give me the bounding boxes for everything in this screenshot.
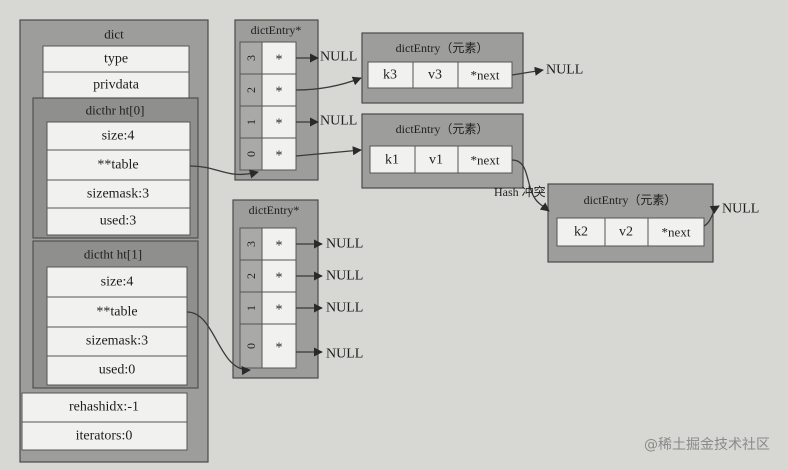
dictht-0: dicthr ht[0] size:4 **table sizemask:3 u… [32, 97, 199, 239]
ht1-slot-index: 0 [244, 343, 258, 349]
ht1-slot-cell [261, 291, 297, 325]
ht1-slot-cell [261, 323, 297, 369]
entry-next-cell [457, 145, 513, 174]
dict-entry-k3-title: dictEntry（元素） [396, 41, 489, 55]
entry-key-cell [367, 61, 414, 89]
rehashidx-cell [21, 392, 188, 423]
entry-key: k2 [574, 225, 588, 240]
type-cell [42, 45, 190, 73]
ht0-sizemask-label: sizemask:3 [87, 187, 149, 202]
ht1-sizemask-label: sizemask:3 [86, 334, 148, 349]
dictht-0-title: dicthr ht[0] [86, 103, 145, 118]
ht0-slot-index: 1 [244, 119, 258, 125]
entry-k2-next-null-arrow [703, 205, 720, 227]
null-label: NULL [546, 63, 583, 78]
dict-entry-k2: dictEntry（元素） k2 v2 *next [547, 183, 714, 263]
ht0-slot-index: 3 [244, 55, 258, 61]
entry-next: *next [662, 225, 691, 240]
ht1-table-arrow [186, 311, 251, 376]
ht1-size-label: size:4 [101, 275, 134, 290]
ht0-table-cell [46, 149, 191, 181]
null-labels: NULL NULL NULL NULL NULL NULL NULL NULL [320, 50, 759, 362]
ht0-slot-index: 0 [244, 151, 258, 157]
ht0-used-label: used:3 [100, 214, 137, 229]
slot-to-entry-k3-arrow [295, 76, 362, 91]
ht1-size-cell [46, 266, 188, 298]
ht1-slot-cell [261, 259, 297, 293]
dictht-1-title: dictht ht[1] [84, 247, 142, 262]
entry-value-cell [412, 61, 459, 89]
dict-entry-k3: dictEntry（元素） k3 v3 *next [361, 32, 524, 104]
ht1-slot-index: 1 [244, 305, 258, 311]
rehashidx-label: rehashidx:-1 [69, 400, 139, 415]
dict-entry-k1-title: dictEntry（元素） [396, 122, 489, 136]
null-label: NULL [326, 347, 363, 362]
ht0-table-arrow [189, 165, 259, 179]
iterators-cell [21, 421, 188, 451]
dict-struct: dict type privdata dicthr ht[0] size:4 *… [19, 19, 209, 463]
entry-value-cell [604, 217, 649, 247]
null-label: NULL [722, 202, 759, 217]
entry-value-cell [414, 145, 459, 174]
entry-key: k1 [385, 153, 399, 168]
hash-collision-arrow [511, 159, 550, 212]
ht1-used-label: used:0 [99, 363, 136, 378]
entry-next: *next [471, 153, 500, 168]
ht1-slot-pointer: * [276, 341, 283, 356]
ht0-size-label: size:4 [102, 129, 135, 144]
privdata-label: privdata [93, 78, 140, 93]
entry-k3-next-null-arrow [511, 66, 544, 76]
ht0-slot-index: 2 [244, 87, 258, 93]
ht0-slot-cell [261, 41, 297, 75]
entry-key: k3 [383, 68, 397, 83]
entry-key-cell [556, 217, 606, 247]
ht1-sizemask-cell [46, 326, 188, 357]
ht0-slot-pointer: * [276, 117, 283, 132]
slot-to-entry-k1-arrow [295, 146, 362, 157]
entry-next-cell [457, 61, 513, 89]
pointer-arrows [186, 53, 720, 376]
hash-collision-label: Hash 冲突 [494, 184, 546, 199]
ht1-bucket-array: dictEntry* 3 * 2 * 1 * 0 * [232, 199, 319, 379]
type-label: type [104, 52, 128, 67]
entry-next: *next [471, 68, 500, 83]
ht1-slot-pointer: * [276, 303, 283, 318]
ht1-slot-pointer: * [276, 239, 283, 254]
dict-entry-k2-title: dictEntry（元素） [584, 193, 677, 207]
entry-next-cell [647, 217, 705, 247]
dict-entry-k1: dictEntry（元素） k1 v1 *next [361, 113, 524, 189]
ht1-slot-index: 2 [244, 273, 258, 279]
ht0-slot-pointer: * [276, 85, 283, 100]
ht0-slot-cell [261, 137, 297, 171]
ht0-used-cell [46, 207, 191, 236]
iterators-label: iterators:0 [76, 429, 133, 444]
null-label: NULL [326, 269, 363, 284]
ht1-bucket-array-title: dictEntry* [249, 203, 300, 217]
ht1-used-cell [46, 355, 188, 386]
null-label: NULL [326, 237, 363, 252]
entry-value: v3 [428, 68, 442, 83]
entry-value: v2 [619, 225, 633, 240]
null-label: NULL [326, 301, 363, 316]
ht1-table-label: **table [96, 305, 137, 320]
null-label: NULL [320, 50, 357, 65]
entry-value: v1 [429, 153, 443, 168]
ht1-slot-pointer: * [276, 271, 283, 286]
null-label: NULL [320, 114, 357, 129]
watermark: @稀土掘金技术社区 [644, 437, 770, 453]
ht0-slot-pointer: * [276, 149, 283, 164]
dict-title: dict [104, 27, 124, 42]
ht0-bucket-array: dictEntry* 3 * 2 * 1 * 0 * [234, 19, 319, 181]
ht0-slot-pointer: * [276, 53, 283, 68]
ht0-slot-cell [261, 73, 297, 107]
dictht-1: dictht ht[1] size:4 **table sizemask:3 u… [32, 240, 199, 389]
ht1-slot-index: 3 [244, 241, 258, 247]
ht0-table-label: **table [97, 158, 138, 173]
ht0-bucket-array-title: dictEntry* [251, 23, 302, 37]
